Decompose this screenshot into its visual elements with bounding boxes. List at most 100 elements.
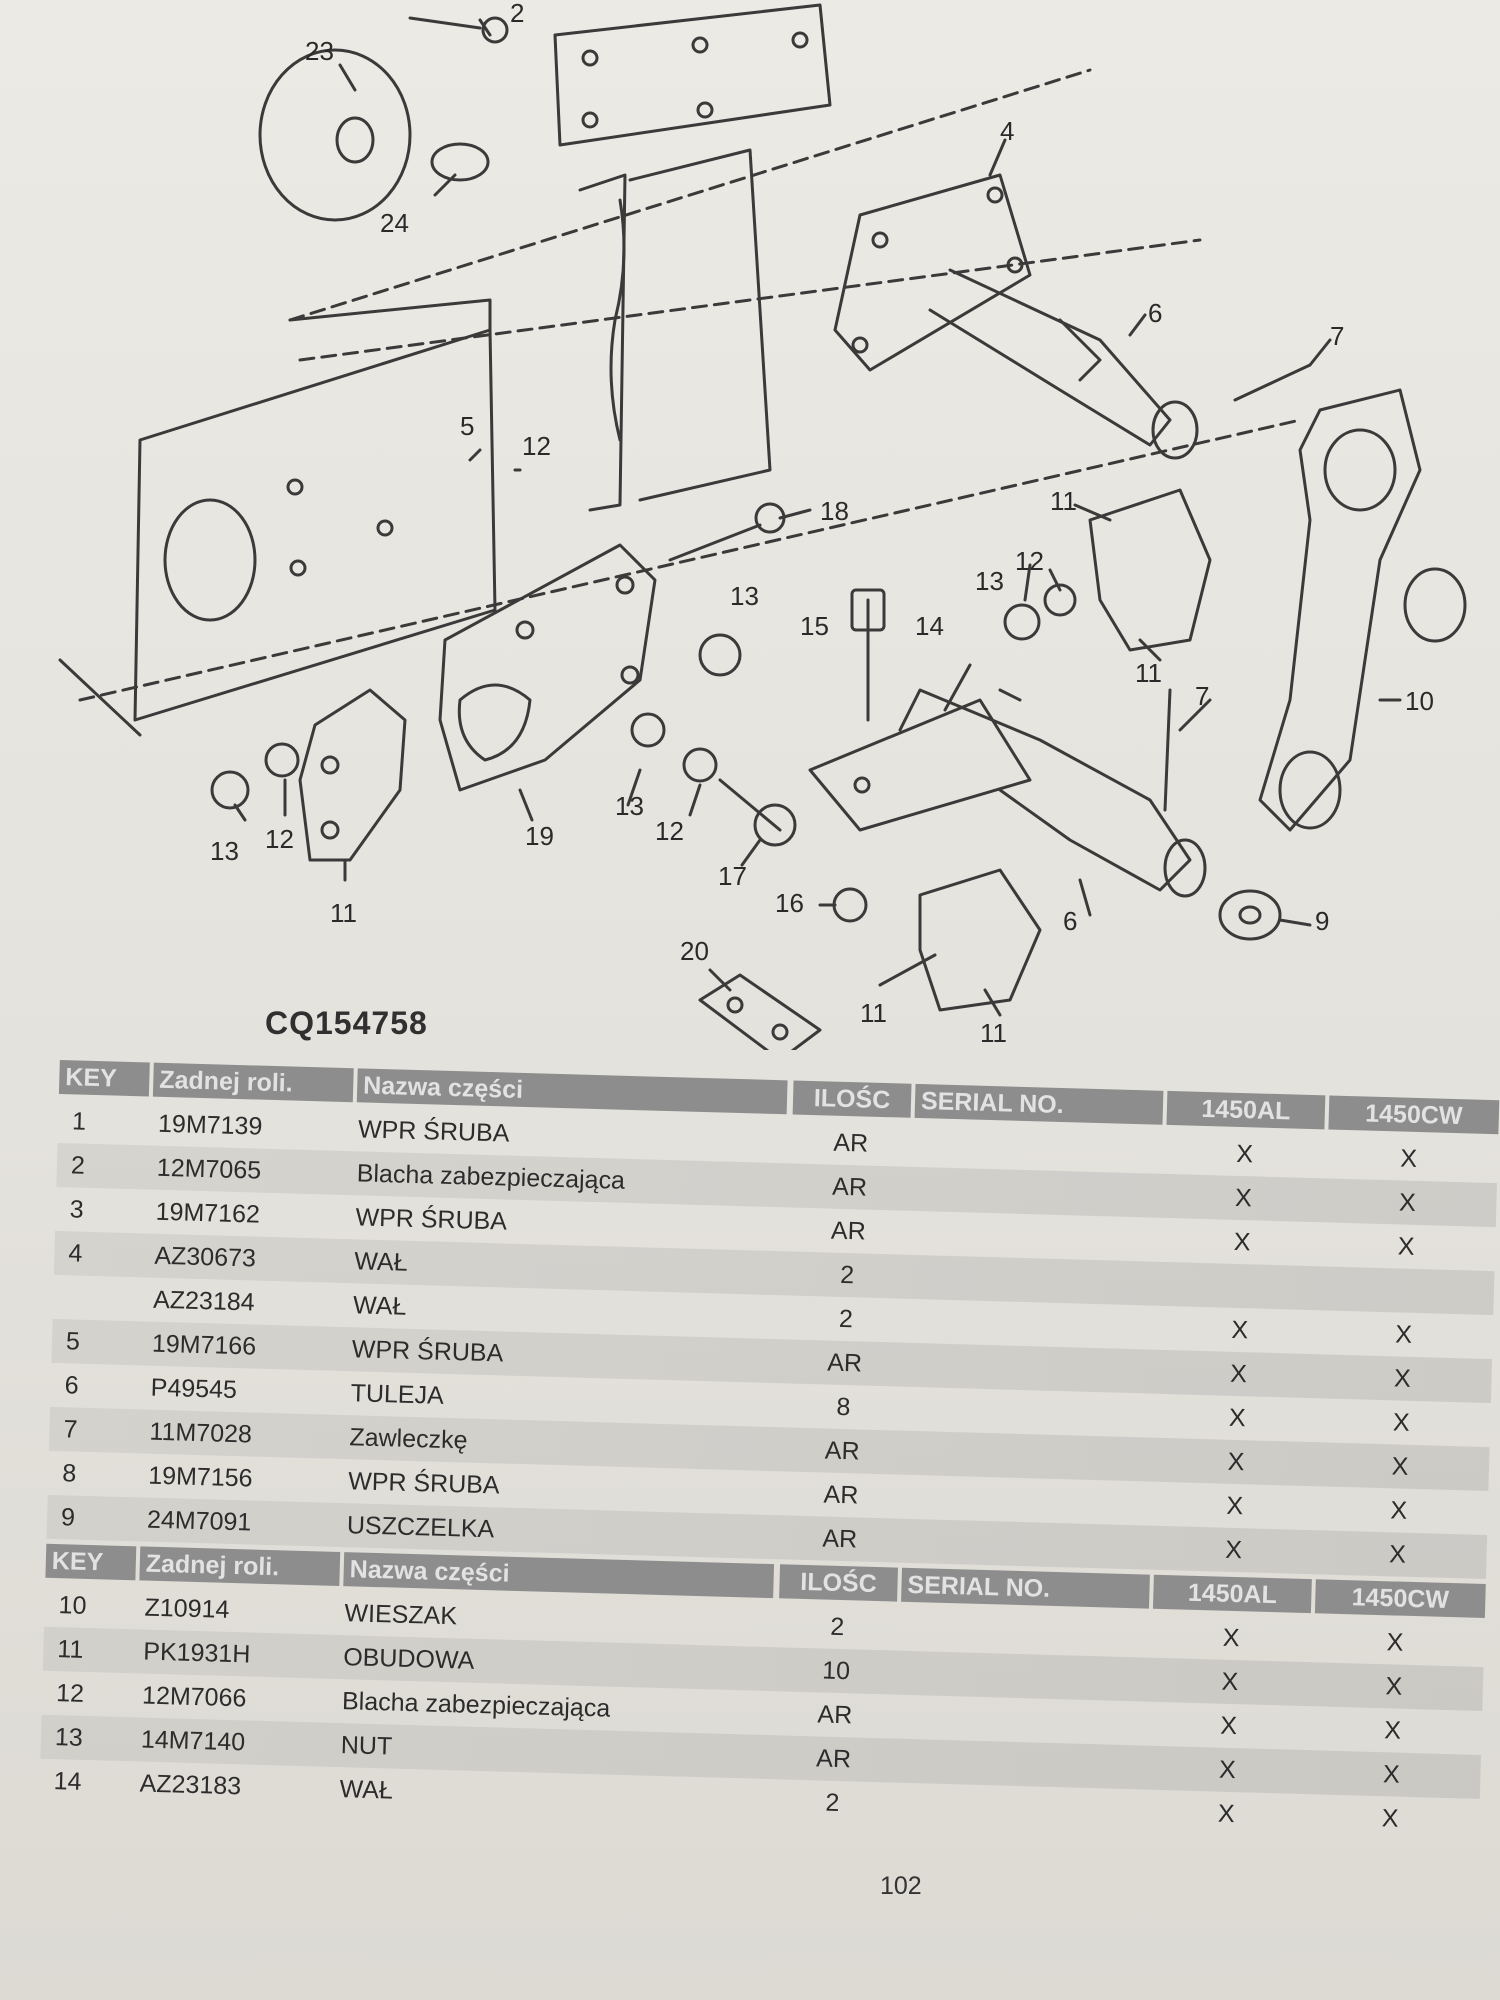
header-model-1: 1450AL [1166,1090,1326,1130]
shaft-upper [928,268,1172,447]
cell-model-2: X [1393,1364,1412,1393]
bracket-19 [438,543,657,792]
frame-rail-top [288,68,1092,322]
callout-label: 5 [460,411,474,441]
cell-model-1: X [1233,1227,1251,1257]
cell-model-1: X [1221,1667,1239,1697]
cell-qty: AR [817,1700,853,1730]
cell-model-2: X [1390,1496,1408,1525]
cell-model-2: X [1397,1232,1415,1261]
beam-section [628,148,772,502]
header-qty: ILOŚC [779,1564,899,1602]
callout-label: 14 [915,611,944,641]
cell-part-no: PK1931H [142,1637,251,1669]
cell-part-no: 24M7091 [146,1505,252,1537]
cell-qty: 2 [829,1612,845,1642]
header-serial: SERIAL NO. [901,1567,1150,1609]
cell-key: 12 [55,1679,85,1708]
callout-label: 12 [265,824,294,854]
header-name: Nazwa części [356,1068,788,1115]
cell-model-2: X [1394,1320,1413,1349]
cell-model-2: X [1399,1144,1418,1173]
cell-key: 2 [70,1151,86,1180]
callout-label: 24 [380,208,409,238]
cell-model-2: X [1388,1540,1407,1569]
cell-part-no: 11M7028 [149,1417,253,1449]
cell-key: 4 [68,1239,83,1268]
callout-label: 23 [305,36,334,66]
callout-label: 16 [775,888,804,918]
callout-label: 11 [330,898,357,928]
callout-label: 11 [1050,486,1077,516]
cell-qty: 2 [839,1260,855,1290]
cell-model-2: X [1392,1408,1410,1437]
cell-part-no: AZ30673 [154,1241,257,1273]
cell-qty: 2 [838,1304,854,1334]
cell-key: 1 [71,1107,87,1136]
callout-label: 19 [525,821,554,851]
callout-label: 12 [522,431,551,461]
clamp-11-left [298,688,407,862]
parts-table: KEY Zadnej roli. Nazwa części ILOŚC SERI… [35,1055,1500,1975]
page-number: 102 [880,1872,922,1900]
callout-label: 13 [730,581,759,611]
cell-key: 3 [69,1195,84,1224]
cell-model-2: X [1386,1628,1404,1657]
cell-part-no: 19M7139 [157,1109,263,1141]
cell-key: 11 [57,1635,84,1664]
callout-label: 10 [1405,686,1434,716]
exploded-parts-diagram: 23 2 4 24 6 7 5 12 18 11 12 13 13 15 14 … [58,0,1467,1050]
cell-model-1: X [1227,1447,1245,1477]
callout-label: 13 [975,566,1004,596]
cell-model-1: X [1226,1491,1244,1521]
cell-qty: AR [830,1216,867,1246]
cell-part-no: 19M7166 [151,1329,257,1361]
cell-qty: 2 [825,1788,840,1818]
cell-model-1: X [1234,1183,1253,1213]
cell-qty: 10 [821,1656,851,1686]
cell-qty: AR [823,1480,859,1510]
callout-label: 18 [820,496,849,526]
cell-model-1: X [1218,1755,1237,1785]
cell-part-no: AZ23183 [139,1769,242,1801]
header-model-2: 1450CW [1328,1095,1500,1135]
callout-label: 20 [680,936,709,966]
cell-model-2: X [1398,1188,1417,1217]
cell-part-no: 14M7140 [140,1725,246,1757]
plate-20 [698,973,822,1050]
cell-model-1: X [1222,1623,1240,1653]
callout-label: 15 [800,611,829,641]
cell-model-1: X [1224,1535,1243,1565]
cell-model-2: X [1391,1452,1409,1481]
header-name: Nazwa części [343,1552,775,1599]
cell-model-1: X [1231,1315,1249,1345]
header-key: KEY [45,1543,137,1581]
cell-model-1: X [1229,1359,1248,1389]
cell-qty: 8 [836,1392,851,1422]
header-model-1: 1450AL [1152,1574,1312,1614]
header-part-no: Zadnej roli. [152,1062,354,1103]
callout-label: 11 [860,998,887,1028]
frame-rail-mid [298,238,1202,362]
callout-label: 6 [1148,298,1162,328]
cell-model-2: X [1383,1716,1402,1745]
callout-labels: 23 2 4 24 6 7 5 12 18 11 12 13 13 15 14 … [210,0,1434,1048]
cell-part-no: 19M7162 [155,1197,261,1229]
cell-qty: AR [815,1744,852,1774]
callout-label: 2 [510,0,524,28]
callout-label: 13 [210,836,239,866]
cell-key: 14 [53,1767,82,1796]
callout-label: 12 [1015,546,1044,576]
header-model-2: 1450CW [1314,1579,1486,1619]
cell-qty: AR [833,1128,869,1158]
cell-qty: AR [824,1436,860,1466]
cell-key: 7 [63,1415,78,1444]
cell-model-2: X [1381,1804,1399,1833]
cell-model-2: X [1382,1760,1401,1789]
cell-key: 5 [65,1327,81,1356]
cell-part-no: 19M7156 [147,1461,253,1493]
cell-part-no: P49545 [150,1373,238,1405]
diagram-id: CQ154758 [265,1005,428,1041]
callout-label: 11 [980,1018,1007,1048]
cell-key: 8 [61,1459,77,1488]
